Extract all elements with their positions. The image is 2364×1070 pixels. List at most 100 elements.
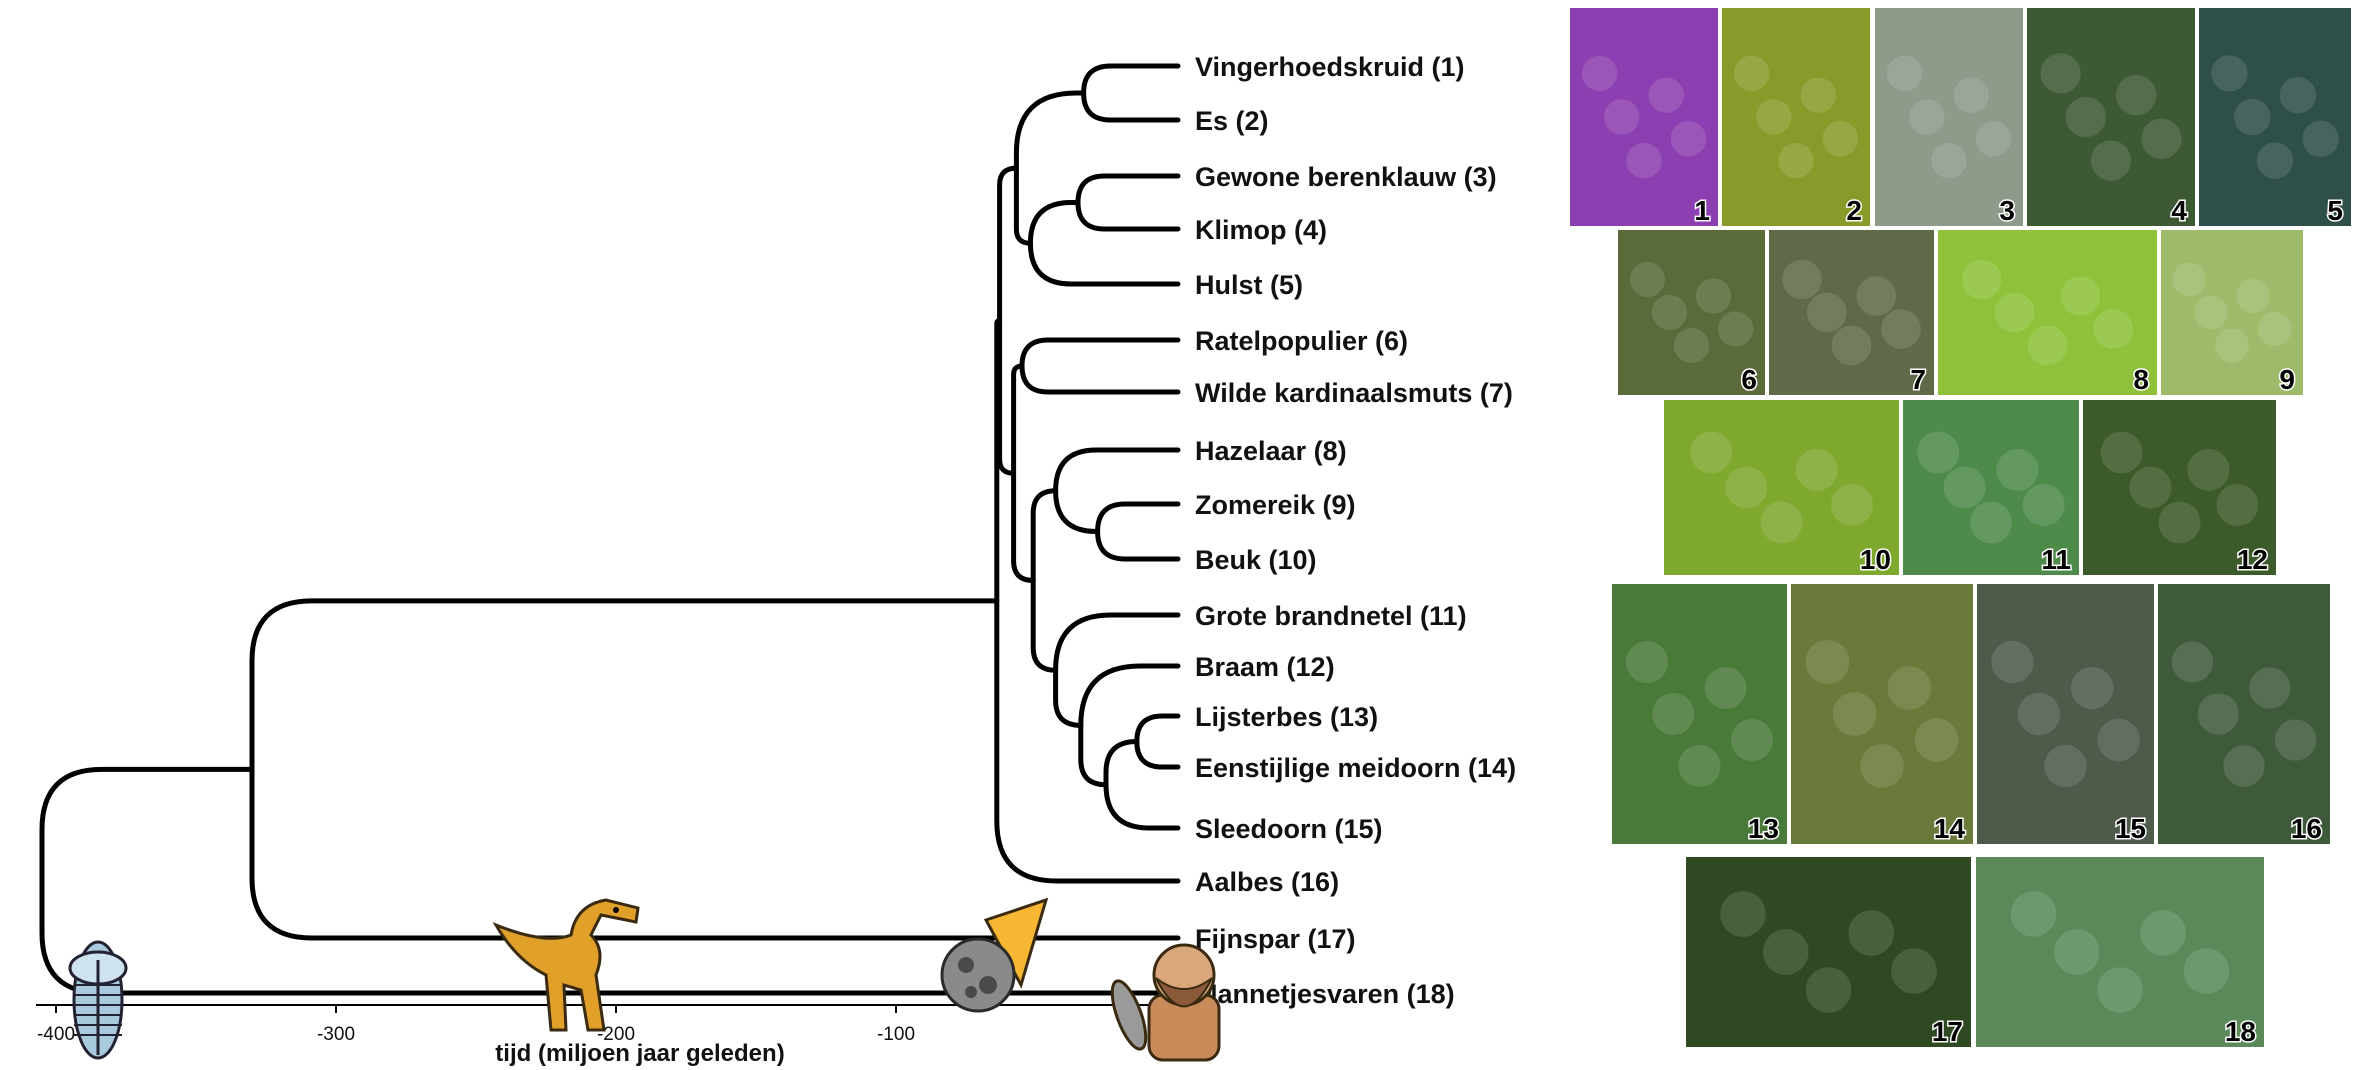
tree-branch bbox=[1103, 782, 1181, 831]
photo-number: 5 bbox=[2327, 195, 2343, 226]
tree-branch bbox=[1019, 363, 1181, 395]
species-photo: 11 bbox=[1903, 400, 2079, 577]
photo-number: 4 bbox=[2171, 195, 2187, 226]
tree-branch bbox=[1078, 663, 1181, 728]
tree-branch bbox=[1095, 501, 1181, 534]
species-label: Gewone berenklauw (3) bbox=[1195, 162, 1497, 192]
axis-title: tijd (miljoen jaar geleden) bbox=[495, 1040, 784, 1067]
species-photo: 17 bbox=[1686, 857, 1971, 1049]
time-axis: -400-300-200-1000 tijd (miljoen jaar gel… bbox=[36, 1004, 1181, 1067]
photo-number: 13 bbox=[1748, 813, 1779, 844]
species-label: Sleedoorn (15) bbox=[1195, 814, 1383, 844]
photo-number: 11 bbox=[2041, 544, 2071, 575]
species-label: Braam (12) bbox=[1195, 652, 1335, 682]
photo-number: 17 bbox=[1932, 1016, 1963, 1047]
species-photo: 12 bbox=[2083, 400, 2276, 577]
tree-branch bbox=[994, 318, 1003, 604]
photo-number: 12 bbox=[2237, 544, 2268, 575]
tree-branch bbox=[997, 165, 1019, 324]
tree-branch bbox=[249, 598, 1000, 772]
tree-branch bbox=[1081, 90, 1181, 123]
species-label: Klimop (4) bbox=[1195, 215, 1327, 245]
photo-number: 14 bbox=[1934, 813, 1966, 844]
photo-number: 3 bbox=[1999, 195, 2015, 226]
species-photo: 8 bbox=[1938, 230, 2157, 397]
photo-number: 15 bbox=[2115, 813, 2146, 844]
tree-branch bbox=[1019, 337, 1181, 369]
species-photo: 7 bbox=[1769, 230, 1934, 397]
species-label: Grote brandnetel (11) bbox=[1195, 601, 1467, 631]
tree-branch bbox=[1075, 200, 1181, 232]
axis-tick-label: -300 bbox=[317, 1024, 355, 1045]
photo-number: 16 bbox=[2291, 813, 2322, 844]
tree-branch bbox=[1030, 577, 1059, 673]
species-labels: Vingerhoedskruid (1) Es (2) Gewone berenkl… bbox=[1195, 52, 1516, 1009]
tree-branch bbox=[1095, 529, 1181, 562]
species-photo: 4 bbox=[2027, 8, 2195, 228]
meteor-icon bbox=[940, 897, 1049, 1013]
tree-branch bbox=[1134, 713, 1181, 744]
tree-branch bbox=[1011, 363, 1025, 476]
tree-branch bbox=[1053, 488, 1101, 534]
tree-branch bbox=[1027, 240, 1181, 287]
tree-branch bbox=[249, 766, 1181, 941]
species-label: Ratelpopulier (6) bbox=[1195, 326, 1408, 356]
tree-branch bbox=[1011, 470, 1036, 583]
photo-number: 9 bbox=[2279, 364, 2295, 395]
tree-branch bbox=[1053, 612, 1181, 673]
tree-branch bbox=[997, 318, 1017, 476]
axis-ticks: -400-300-200-1000 bbox=[37, 1005, 1181, 1045]
species-photo: 15 bbox=[1977, 584, 2154, 846]
species-photo: 6 bbox=[1618, 230, 1765, 397]
species-label: Vingerhoedskruid (1) bbox=[1195, 52, 1465, 82]
tree-branches bbox=[39, 63, 1181, 996]
tree-branch bbox=[994, 598, 1181, 884]
species-label: Hulst (5) bbox=[1195, 270, 1303, 300]
species-photo: 3 bbox=[1875, 8, 2023, 228]
photo-number: 10 bbox=[1860, 544, 1891, 575]
tree-branch bbox=[39, 766, 255, 884]
tree-branch bbox=[1078, 722, 1109, 788]
axis-tick-label: -400 bbox=[37, 1024, 75, 1045]
species-photo: 16 bbox=[2158, 584, 2330, 846]
species-photo: 10 bbox=[1664, 400, 1899, 577]
species-label: Hazelaar (8) bbox=[1195, 436, 1347, 466]
species-photo: 5 bbox=[2199, 8, 2351, 228]
species-label: Zomereik (9) bbox=[1195, 490, 1356, 520]
tree-branch bbox=[1053, 667, 1084, 728]
photo-number: 18 bbox=[2225, 1016, 2256, 1047]
photo-number: 6 bbox=[1741, 364, 1757, 395]
species-label: Fijnspar (17) bbox=[1195, 924, 1356, 954]
species-photo: 1 bbox=[1570, 8, 1718, 228]
species-label: Mannetjesvaren (18) bbox=[1195, 979, 1455, 1009]
photo-number: 7 bbox=[1910, 364, 1926, 395]
species-photo: 9 bbox=[2161, 230, 2303, 397]
axis-tick-label: -200 bbox=[597, 1024, 635, 1045]
tree-branch bbox=[1053, 447, 1181, 494]
species-label: Beuk (10) bbox=[1195, 545, 1317, 575]
photo-number: 2 bbox=[1846, 195, 1862, 226]
trilobite-icon bbox=[68, 940, 128, 1060]
species-photo: 13 bbox=[1612, 584, 1787, 846]
tree-branch bbox=[1134, 739, 1181, 770]
species-label: Lijsterbes (13) bbox=[1195, 702, 1378, 732]
tree-branch bbox=[1103, 739, 1140, 788]
dinosaur-icon bbox=[492, 898, 640, 1032]
axis-tick-label: -100 bbox=[877, 1024, 915, 1045]
tree-branch bbox=[1081, 63, 1181, 96]
species-photo: 14 bbox=[1791, 584, 1973, 846]
species-label: Aalbes (16) bbox=[1195, 867, 1339, 897]
tree-branch bbox=[1013, 90, 1087, 171]
caveman-icon bbox=[1110, 943, 1221, 1062]
photo-number: 8 bbox=[2133, 364, 2149, 395]
tree-branch bbox=[1027, 200, 1081, 246]
tree-branch bbox=[1030, 488, 1059, 583]
era-icons bbox=[68, 897, 1221, 1062]
photo-number: 1 bbox=[1694, 195, 1710, 226]
tree-branch bbox=[1075, 173, 1181, 205]
tree-branch bbox=[1013, 165, 1033, 246]
species-label: Es (2) bbox=[1195, 106, 1269, 136]
species-label: Eenstijlige meidoorn (14) bbox=[1195, 753, 1516, 783]
